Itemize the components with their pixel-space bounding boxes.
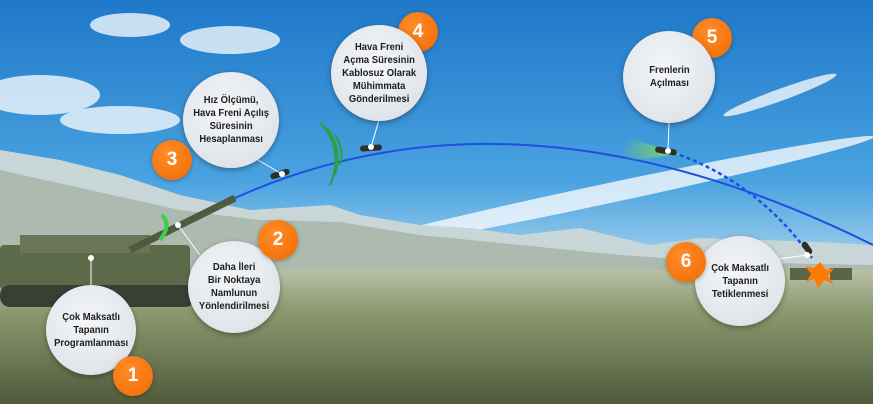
- clouds: [0, 13, 873, 255]
- trajectory-line: [234, 142, 873, 246]
- step-4-label: Hava Freni Açma Süresinin Kablosuz Olara…: [341, 40, 417, 105]
- step-5-badge: 5: [692, 18, 732, 58]
- step-2-badge: 2: [258, 220, 298, 260]
- step-5-label: Frenlerin Açılması: [648, 64, 690, 89]
- step-3-bubble: Hız Ölçümü, Hava Freni Açılış Süresinin …: [183, 72, 279, 168]
- rotation-arrow-icon: [158, 213, 169, 242]
- step-2-label: Daha İleri Bir Noktaya Namlunun Yönlendi…: [198, 261, 270, 312]
- step-6-label: Çok Maksatlı Tapanın Tetiklenmesi: [711, 261, 769, 300]
- step-2-bubble: Daha İleri Bir Noktaya Namlunun Yönlendi…: [188, 241, 280, 333]
- callout-dots: [88, 144, 810, 261]
- step-3-badge: 3: [152, 140, 192, 180]
- step-6-bubble: Çok Maksatlı Tapanın Tetiklenmesi: [695, 236, 785, 326]
- step-1-badge: 1: [113, 356, 153, 396]
- step-3-label: Hız Ölçümü, Hava Freni Açılış Süresinin …: [193, 94, 269, 145]
- airbrake-cone: [620, 138, 680, 162]
- step-5-bubble: Frenlerin Açılması: [623, 31, 715, 123]
- target-vehicles: [790, 262, 852, 288]
- step-6-badge: 6: [666, 242, 706, 282]
- signal-waves-icon: [319, 121, 343, 186]
- braked-trajectory-line: [679, 153, 814, 259]
- explosion-icon: [805, 262, 834, 288]
- tank: [0, 194, 237, 307]
- step-4-bubble: Hava Freni Açma Süresinin Kablosuz Olara…: [331, 25, 427, 121]
- step-1-label: Çok Maksatlı Tapanın Programlanması: [53, 310, 129, 349]
